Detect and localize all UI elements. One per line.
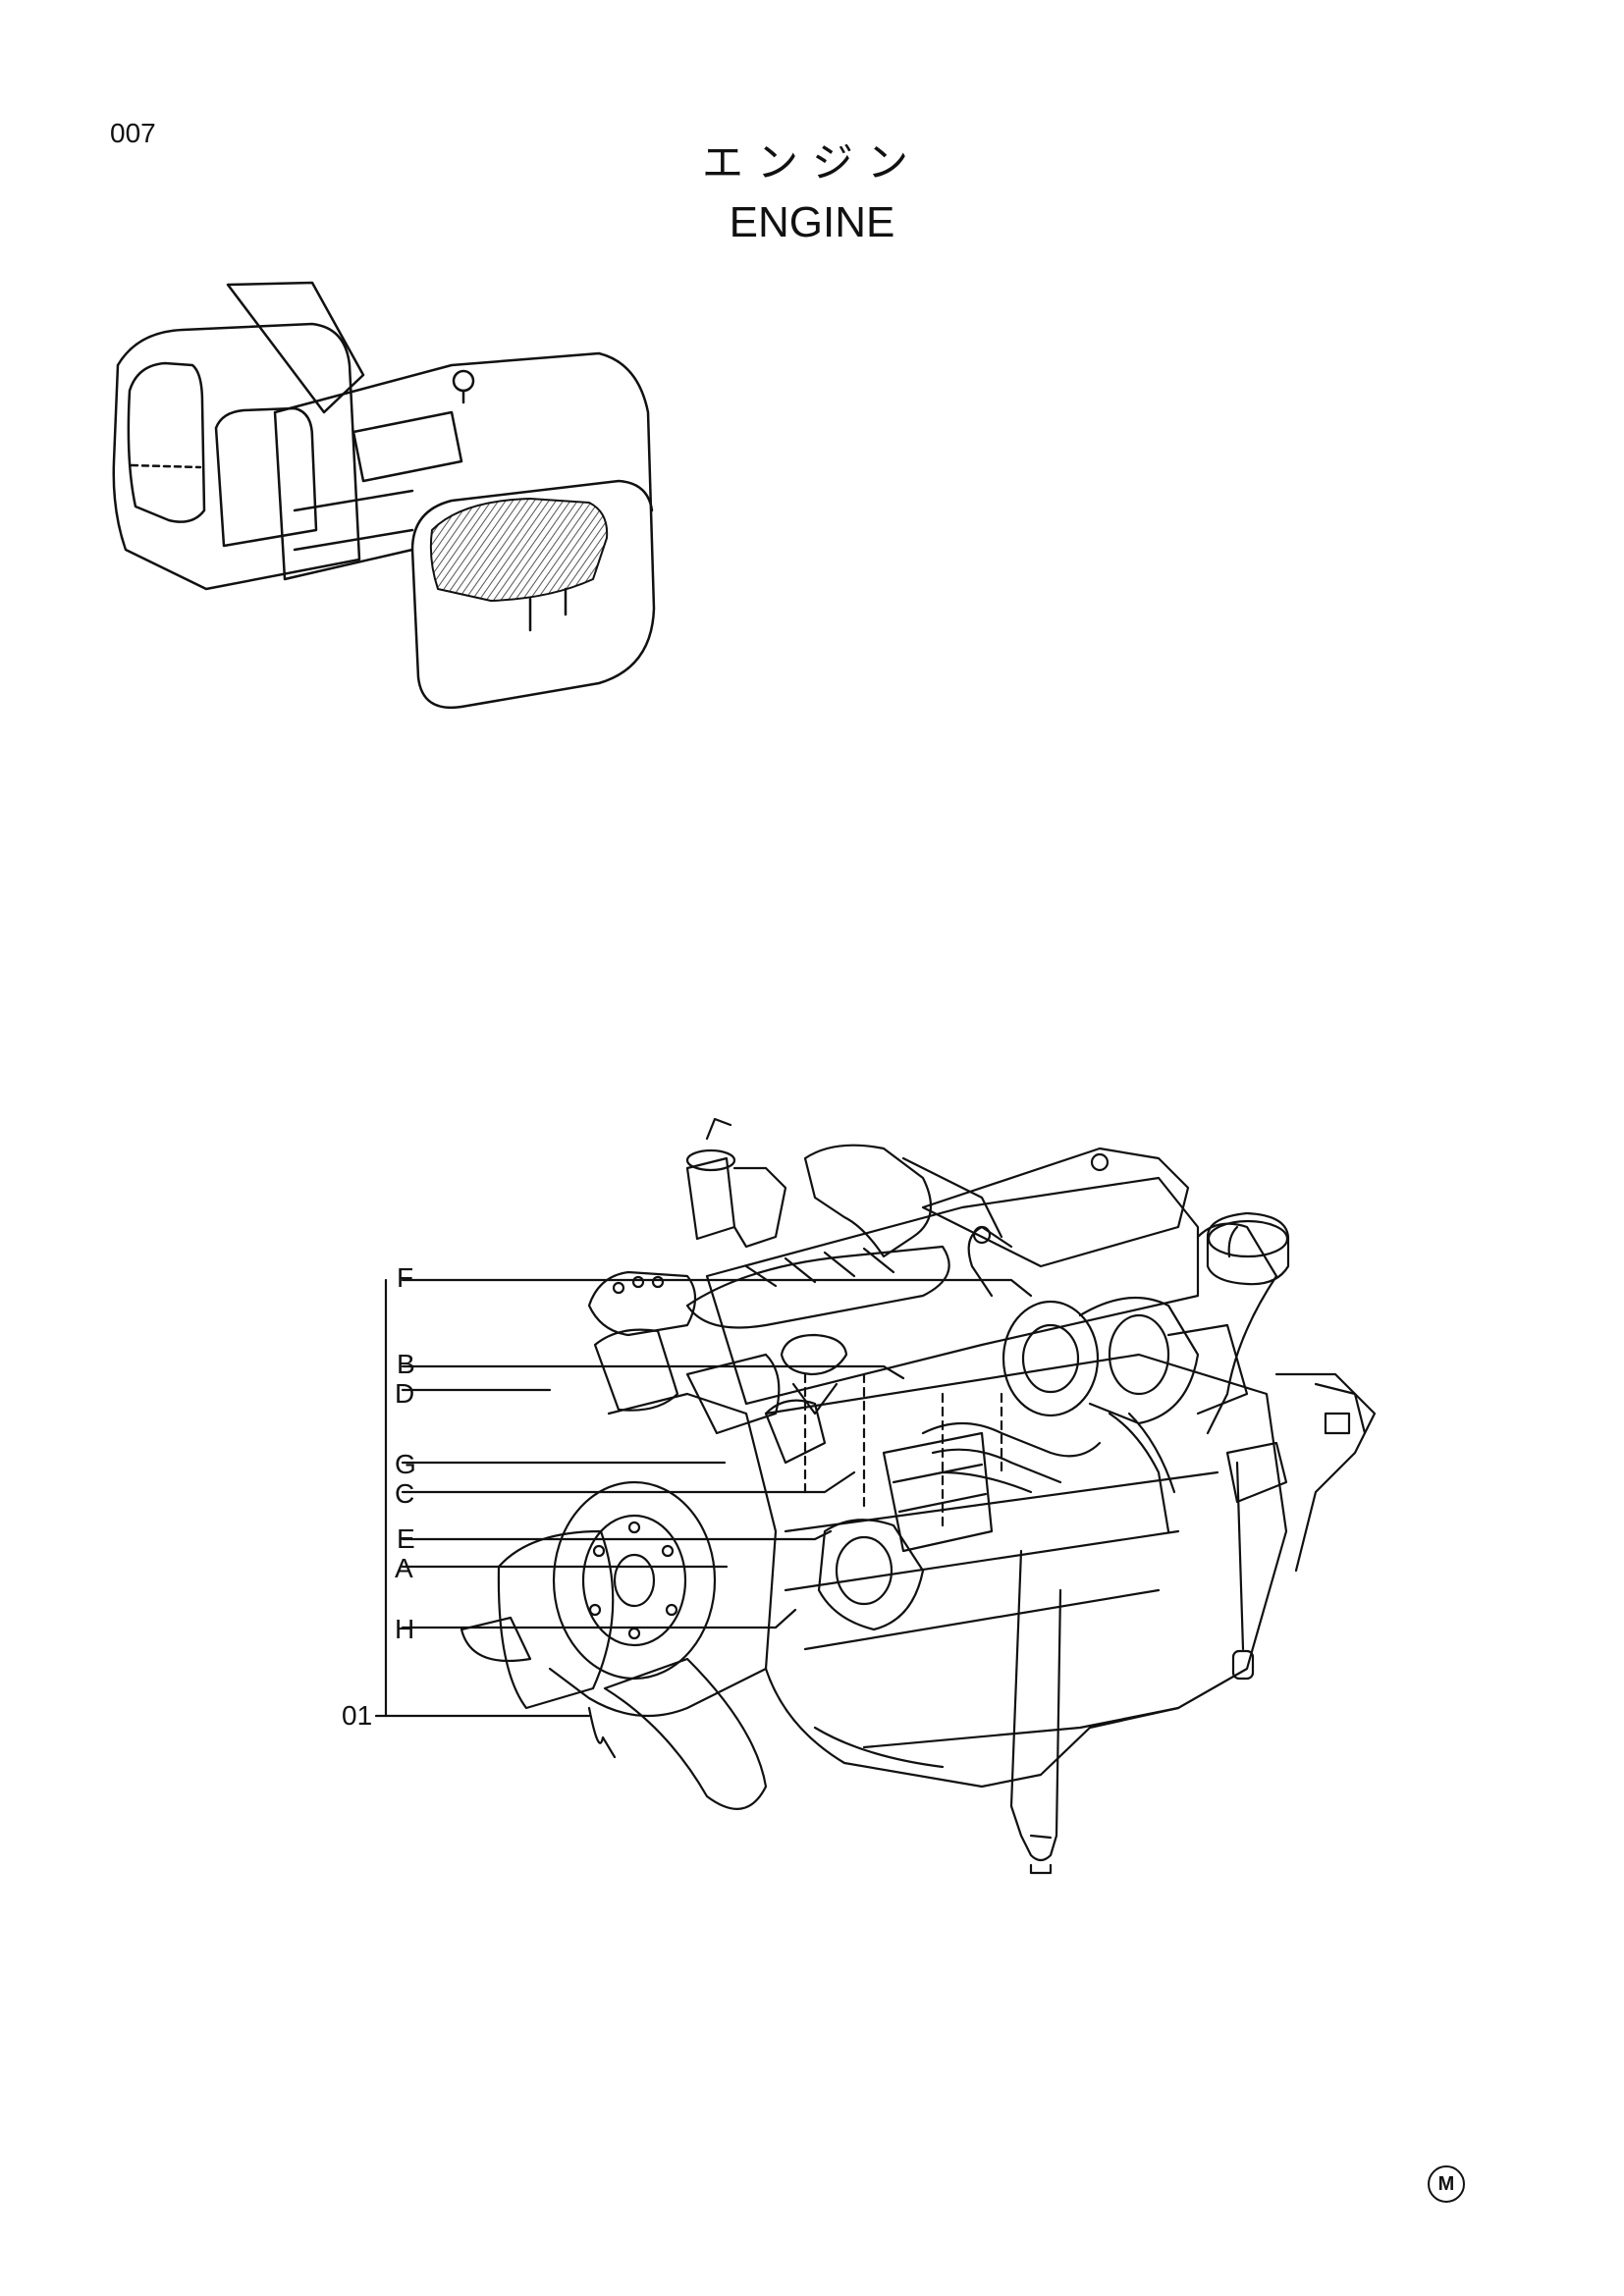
exhaust-pipe bbox=[1196, 1222, 1278, 1435]
title-block: エンジン ENGINE bbox=[0, 135, 1624, 251]
leader-line-F bbox=[401, 1278, 1033, 1298]
crankshaft-pulley bbox=[552, 1480, 717, 1681]
callout-A: A bbox=[395, 1553, 413, 1583]
leader-line-E bbox=[401, 1529, 833, 1541]
intake-pipe bbox=[803, 1144, 933, 1258]
cab-window-front bbox=[127, 361, 206, 523]
engine-hood-edge bbox=[410, 479, 654, 552]
oil-pan bbox=[764, 1667, 1180, 1789]
boom-outline bbox=[226, 281, 365, 414]
leader-line-C bbox=[401, 1470, 856, 1494]
cab-outline bbox=[112, 322, 361, 591]
callout-D: D bbox=[395, 1378, 415, 1409]
callout-H: H bbox=[395, 1614, 415, 1644]
callout-B: B bbox=[397, 1349, 415, 1379]
starter-cable bbox=[1235, 1461, 1245, 1651]
cab-window-side bbox=[214, 406, 318, 548]
callout-F: F bbox=[397, 1262, 414, 1293]
upper-structure-outline bbox=[273, 351, 656, 710]
callout-E: E bbox=[397, 1523, 415, 1554]
engine-cover-panel bbox=[352, 410, 463, 483]
engine-location-highlight bbox=[429, 498, 609, 602]
cooling-fan-blade bbox=[603, 1657, 768, 1810]
turbocharger-compressor bbox=[1001, 1300, 1100, 1417]
intake-manifold bbox=[685, 1245, 950, 1329]
flywheel-housing bbox=[1274, 1372, 1377, 1573]
oil-filler-cap bbox=[780, 1333, 848, 1376]
page-title-japanese: エンジン bbox=[701, 138, 922, 187]
breather-canister bbox=[1206, 1211, 1290, 1286]
assembly-number: 01 bbox=[342, 1700, 373, 1731]
timing-cover bbox=[548, 1392, 778, 1718]
oil-filter bbox=[593, 1328, 679, 1412]
alternator bbox=[817, 1519, 925, 1631]
leader-line-B bbox=[401, 1364, 905, 1380]
cooling-fan-blade bbox=[460, 1616, 532, 1663]
dipstick-tube bbox=[1009, 1549, 1062, 1862]
rocker-cover bbox=[921, 1147, 1190, 1268]
cylinder-head bbox=[705, 1176, 1200, 1406]
page-title: ENGINE bbox=[729, 198, 895, 246]
page-number: 007 bbox=[110, 118, 156, 148]
cylinder-block bbox=[764, 1353, 1288, 1749]
leader-line-H bbox=[401, 1608, 797, 1629]
manufacturer-mark-icon: M bbox=[1428, 2165, 1465, 2203]
fuel-cap-icon bbox=[452, 369, 475, 393]
callout-G: G bbox=[395, 1449, 416, 1479]
engine-assembly-drawing bbox=[374, 1117, 1377, 1875]
water-pump-housing bbox=[685, 1353, 781, 1435]
injection-pump bbox=[882, 1431, 994, 1553]
callout-C: C bbox=[395, 1478, 415, 1509]
turbocharger-turbine bbox=[1078, 1296, 1200, 1425]
